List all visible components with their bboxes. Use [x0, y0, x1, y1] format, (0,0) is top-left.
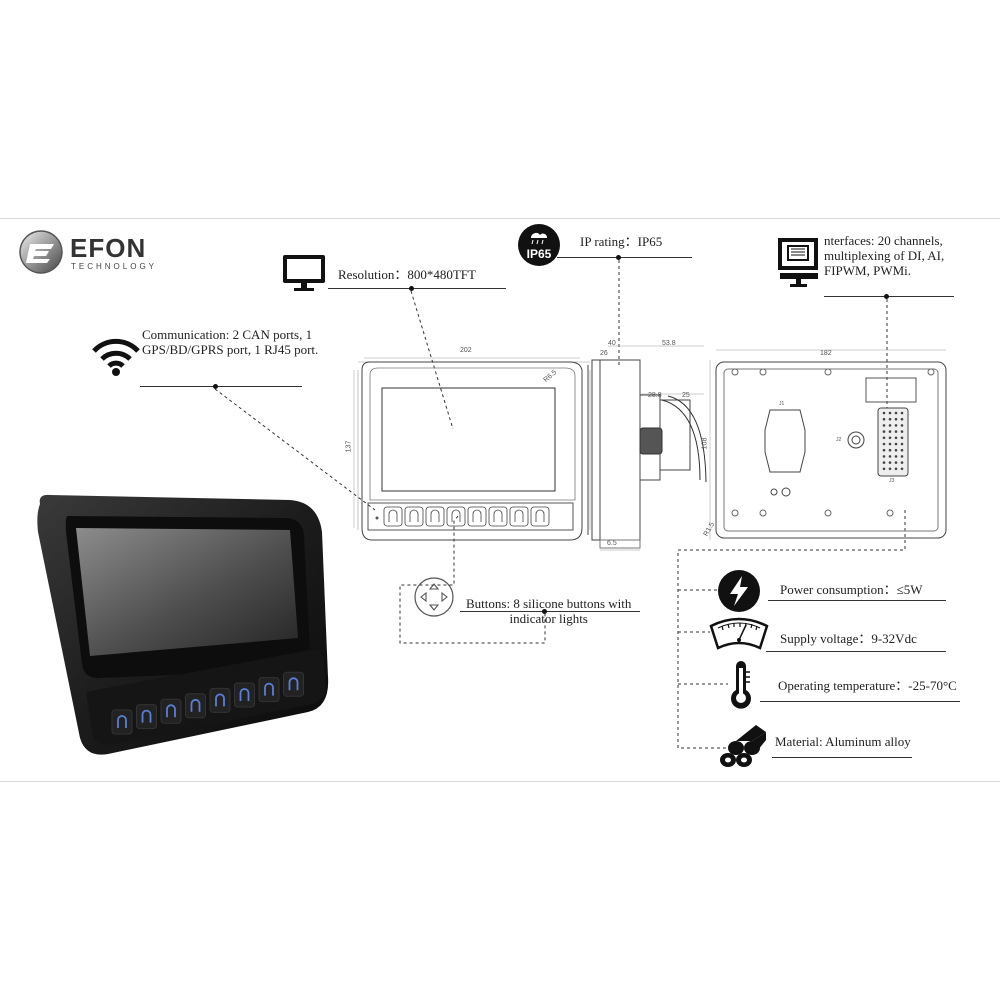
thermometer-icon [728, 660, 754, 715]
resolution-spec: Resolution：800*480TFT [338, 267, 476, 282]
interfaces-spec: nterfaces: 20 channels, multiplexing of … [824, 233, 945, 278]
drawing-button [467, 506, 487, 527]
drawing-button [530, 506, 550, 527]
efon-logo-icon [18, 229, 64, 280]
brand-tagline: TECHNOLOGY [71, 262, 158, 271]
drawing-button [404, 506, 424, 527]
lightning-icon [716, 568, 762, 619]
material-spec: Material: Aluminum alloy [775, 734, 911, 749]
metal-pipes-icon [718, 720, 770, 775]
brand-name: EFON [70, 233, 147, 263]
connector-j1-label: J1 [779, 401, 785, 407]
photo-button [258, 677, 280, 703]
dim-front-width: 202 [460, 347, 472, 354]
ip-badge-text: IP65 [527, 247, 552, 261]
drawing-button [509, 506, 529, 527]
dpad-icon [413, 576, 455, 623]
communication-spec: Communication: 2 CAN ports, 1 GPS/BD/GPR… [142, 327, 319, 357]
dim-side-a: 28.8 [648, 392, 662, 399]
photo-button [111, 709, 133, 735]
voltage-spec: Supply voltage：9-32Vdc [780, 631, 917, 646]
connector-j3-label: J3 [889, 478, 895, 484]
drawing-button [425, 506, 445, 527]
photo-button [160, 698, 182, 724]
photo-button [136, 704, 157, 730]
connector-j2-label: J2 [836, 437, 842, 443]
wifi-icon [92, 337, 140, 382]
product-photo [28, 492, 338, 767]
drawing-button [488, 506, 508, 527]
ip65-badge-icon: IP65 [516, 222, 562, 273]
temperature-spec: Operating temperature：-25-70°C [778, 678, 957, 693]
photo-button [234, 682, 255, 708]
dim-side-height: 108 [701, 437, 709, 450]
computer-interface-icon [776, 236, 822, 293]
dim-front-height: 137 [345, 440, 353, 453]
dim-side-b: 25 [682, 392, 690, 399]
photo-button [283, 671, 304, 697]
bottom-divider [0, 781, 1000, 782]
voltmeter-icon [708, 616, 770, 657]
dim-side-depth: 26 [600, 350, 608, 357]
dim-side-total: 53.8 [662, 340, 676, 347]
drawing-button [383, 506, 403, 527]
buttons-spec: Buttons: 8 silicone buttons with indicat… [466, 596, 632, 626]
dim-back-width: 182 [820, 350, 832, 357]
dim-side-bottom: 6.5 [607, 540, 617, 547]
dim-side-top: 40 [608, 340, 616, 347]
ip-rating-spec: IP rating：IP65 [580, 234, 663, 249]
monitor-icon [281, 253, 327, 298]
photo-button [185, 693, 206, 719]
power-spec: Power consumption：≤5W [780, 582, 923, 597]
drawing-button [446, 506, 466, 527]
photo-button [209, 687, 231, 713]
top-divider [0, 218, 1000, 219]
